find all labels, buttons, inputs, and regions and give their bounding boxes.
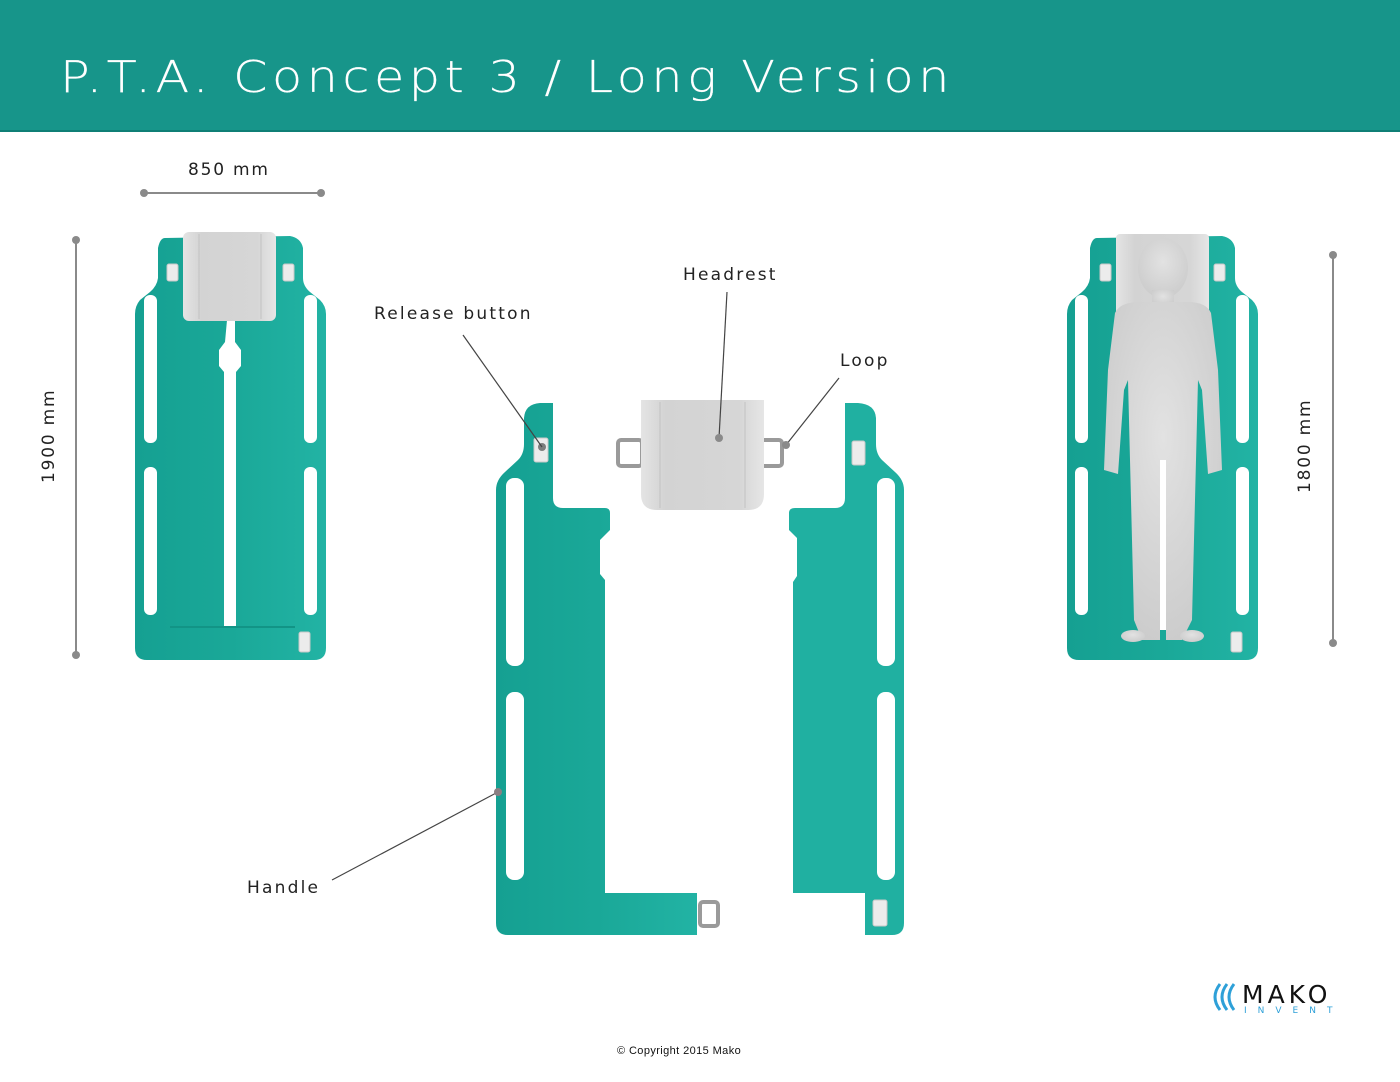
loop-callout-dot (782, 441, 790, 449)
hand-slots (144, 295, 317, 615)
headrest-part (616, 400, 784, 510)
logo-brand: MAKO (1242, 980, 1332, 1009)
release-button-callout: Release button (374, 304, 533, 324)
board-with-patient (1067, 234, 1337, 660)
center-slot (219, 320, 241, 627)
length-dimension-label: 1900 mm (39, 388, 59, 483)
right-half-slots (877, 478, 895, 880)
logo-tagline: INVENT (1244, 1006, 1344, 1016)
board-left-half (496, 403, 697, 935)
loop-callout: Loop (840, 351, 890, 371)
handle-callout-dot (494, 788, 502, 796)
header-bar: P.T.A. Concept 3 / Long Version (0, 0, 1400, 132)
headrest-callout: Headrest (683, 265, 778, 285)
width-dimension-label: 850 mm (188, 160, 270, 180)
headrest-callout-dot (715, 434, 723, 442)
bottom-loop (698, 900, 720, 928)
mako-logo: MAKO INVENT (1210, 980, 1360, 1020)
callout-lines (331, 291, 840, 881)
exploded-board (331, 291, 904, 935)
left-half-slots (506, 478, 524, 880)
loop-left (616, 438, 644, 468)
copyright-footer: © Copyright 2015 Mako (617, 1045, 742, 1057)
length-dimension-line (72, 236, 80, 659)
patient-figure (1104, 238, 1222, 642)
width-dimension-line (140, 189, 325, 197)
wave-icon (1213, 983, 1236, 1011)
patient-height-dimension-label: 1800 mm (1295, 398, 1315, 493)
board-right-half (789, 403, 904, 935)
page-title: P.T.A. Concept 3 / Long Version (60, 52, 954, 103)
handle-callout: Handle (247, 878, 321, 898)
assembled-board (72, 189, 326, 660)
headrest-assembled (183, 232, 276, 321)
patient-height-dimension-line (1329, 251, 1337, 647)
